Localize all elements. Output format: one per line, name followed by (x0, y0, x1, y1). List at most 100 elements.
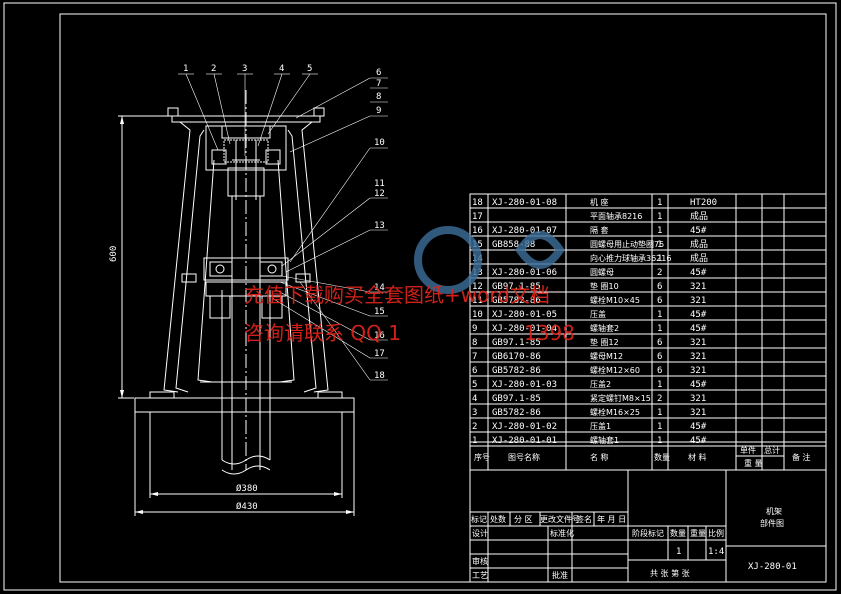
bom-cell-mat: 成品 (690, 210, 708, 222)
bom-cell-code: XJ-280-01-02 (492, 422, 557, 432)
bom-cell-mat: 45# (690, 268, 707, 278)
bom-cell-code: XJ-280-01-05 (492, 310, 557, 320)
bom-cell-mat: 成品 (690, 252, 708, 264)
bom-cell-qty: 6 (657, 296, 662, 306)
bom-cell-name: 螺轴套2 (590, 323, 619, 333)
tb-mark: 标记 (471, 514, 487, 524)
tb-stage: 阶段标记 (632, 528, 664, 538)
bom-cell-code: XJ-280-01-03 (492, 380, 557, 390)
bom-cell-code: GB97.1-85 (492, 338, 541, 348)
balloon-18: 18 (374, 371, 385, 381)
bom-cell-no: 17 (472, 212, 483, 222)
bom-cell-name: 隔 套 (590, 225, 609, 235)
balloon-8: 8 (376, 92, 381, 102)
bom-cell-qty: 2 (657, 394, 662, 404)
tb-craft: 工艺 (472, 571, 488, 580)
bom-header-code: 图号名称 (508, 452, 540, 462)
watermark-line-1: 充值下载购买全套图纸+word文档 (244, 283, 550, 307)
balloon-11: 11 (374, 179, 385, 189)
bom-cell-name: 垫 圈10 (590, 281, 619, 291)
tb-zone: 分 区 (514, 515, 533, 524)
tb-title: 机架 (766, 506, 782, 516)
title-block: 标记 处数 分 区 更改文件号 签名 年 月 日 设计 标准化 审核 工艺 批准… (469, 469, 827, 583)
bom-cell-name: 紧定螺钉M8×15 (590, 393, 651, 403)
tb-date: 年 月 日 (597, 514, 626, 524)
bom-cell-qty: 2 (657, 268, 662, 278)
bom-cell-code: GB5782-86 (492, 296, 541, 306)
bom-cell-name: 圆螺母用止动垫圈75 (590, 239, 664, 249)
bom-cell-name: 平面轴承8216 (590, 211, 642, 221)
bom-header-total: 总计 (764, 445, 780, 455)
bom-cell-code: GB97.1-85 (492, 394, 541, 404)
bom-cell-qty: 6 (657, 338, 662, 348)
balloon-17: 17 (374, 349, 385, 359)
bom-cell-qty: 1 (657, 198, 662, 208)
bom-cell-qty: 1 (657, 240, 662, 250)
bom-header-name: 名 称 (590, 452, 609, 462)
bom-cell-name: 压盖2 (590, 379, 611, 389)
bom-cell-no: 1 (472, 436, 477, 446)
bom-cell-no: 6 (472, 366, 477, 376)
bom-cell-qty: 1 (657, 436, 662, 446)
frame-drawing: 600 Ø380 Ø430 (109, 64, 388, 516)
bom-cell-qty: 1 (657, 212, 662, 222)
bom-cell-code: XJ-280-01-01 (492, 436, 557, 446)
bom-cell-qty: 1 (657, 324, 662, 334)
bom-header-unit: 单件 (740, 445, 756, 455)
tb-approve: 批准 (552, 570, 568, 580)
outer-border (3, 2, 837, 591)
balloon-1: 1 (183, 64, 188, 74)
balloon-9: 9 (376, 106, 381, 116)
bom-cell-mat: 45# (690, 436, 707, 446)
balloon-7: 7 (376, 79, 381, 89)
bom-header-weight: 重 量 (744, 458, 763, 468)
balloon-13: 13 (374, 221, 385, 231)
balloon-4: 4 (279, 64, 284, 74)
bom-cell-mat: HT200 (690, 198, 717, 208)
balloon-5: 5 (307, 64, 312, 74)
watermark: 充值下载购买全套图纸+word文档 咨询请联系 QQ 1 1398 (244, 226, 575, 345)
bom-cell-name: 机 座 (590, 197, 609, 207)
bom-header-mat: 材 料 (688, 452, 707, 462)
bom-cell-qty: 6 (657, 282, 662, 292)
balloon-15: 15 (374, 307, 385, 317)
bom-cell-qty: 1 (657, 254, 662, 264)
bom-cell-qty: 1 (657, 310, 662, 320)
bom-cell-mat: 321 (690, 296, 706, 306)
bom-cell-qty: 1 (657, 226, 662, 236)
bom-cell-mat: 321 (690, 282, 706, 292)
tb-drawing-no: XJ-280-01 (748, 562, 797, 572)
bom-cell-code: GB858-88 (492, 240, 535, 250)
bom-cell-mat: 45# (690, 324, 707, 334)
bom-cell-name: 压盖1 (590, 421, 611, 431)
bom-cell-no: 3 (472, 408, 477, 418)
bom-cell-name: 向心推力球轴承36216 (590, 253, 671, 263)
bom-cell-code: GB97.1-85 (492, 282, 541, 292)
tb-ratio: 比例 (708, 528, 724, 538)
tb-review: 审核 (472, 556, 488, 566)
bom-cell-mat: 321 (690, 338, 706, 348)
watermark-line-2: 咨询请联系 QQ 1 (244, 321, 401, 345)
bom-cell-qty: 6 (657, 352, 662, 362)
bom-cell-name: 压盖 (590, 309, 606, 319)
balloon-14: 14 (374, 283, 385, 293)
bom-cell-mat: 45# (690, 380, 707, 390)
balloon-12: 12 (374, 189, 385, 199)
watermark-line-2b: 1398 (524, 321, 575, 345)
bom-cell-mat: 45# (690, 422, 707, 432)
bom-cell-code: XJ-280-01-08 (492, 198, 557, 208)
bom-cell-no: 5 (472, 380, 477, 390)
bom-cell-mat: 45# (690, 310, 707, 320)
bom-cell-code: XJ-280-01-04 (492, 324, 557, 334)
balloon-3: 3 (242, 64, 247, 74)
dim-height-label: 600 (109, 246, 119, 262)
bom-cell-no: 9 (472, 324, 477, 334)
bom-cell-no: 7 (472, 352, 477, 362)
bom-header-remark: 备 注 (792, 452, 811, 462)
bom-cell-name: 螺轴套1 (590, 435, 619, 445)
bom-cell-no: 8 (472, 338, 477, 348)
bom-cell-no: 16 (472, 226, 483, 236)
bom-cell-name: 螺栓M12×60 (590, 365, 640, 375)
dim-width-380: Ø380 (236, 483, 258, 494)
